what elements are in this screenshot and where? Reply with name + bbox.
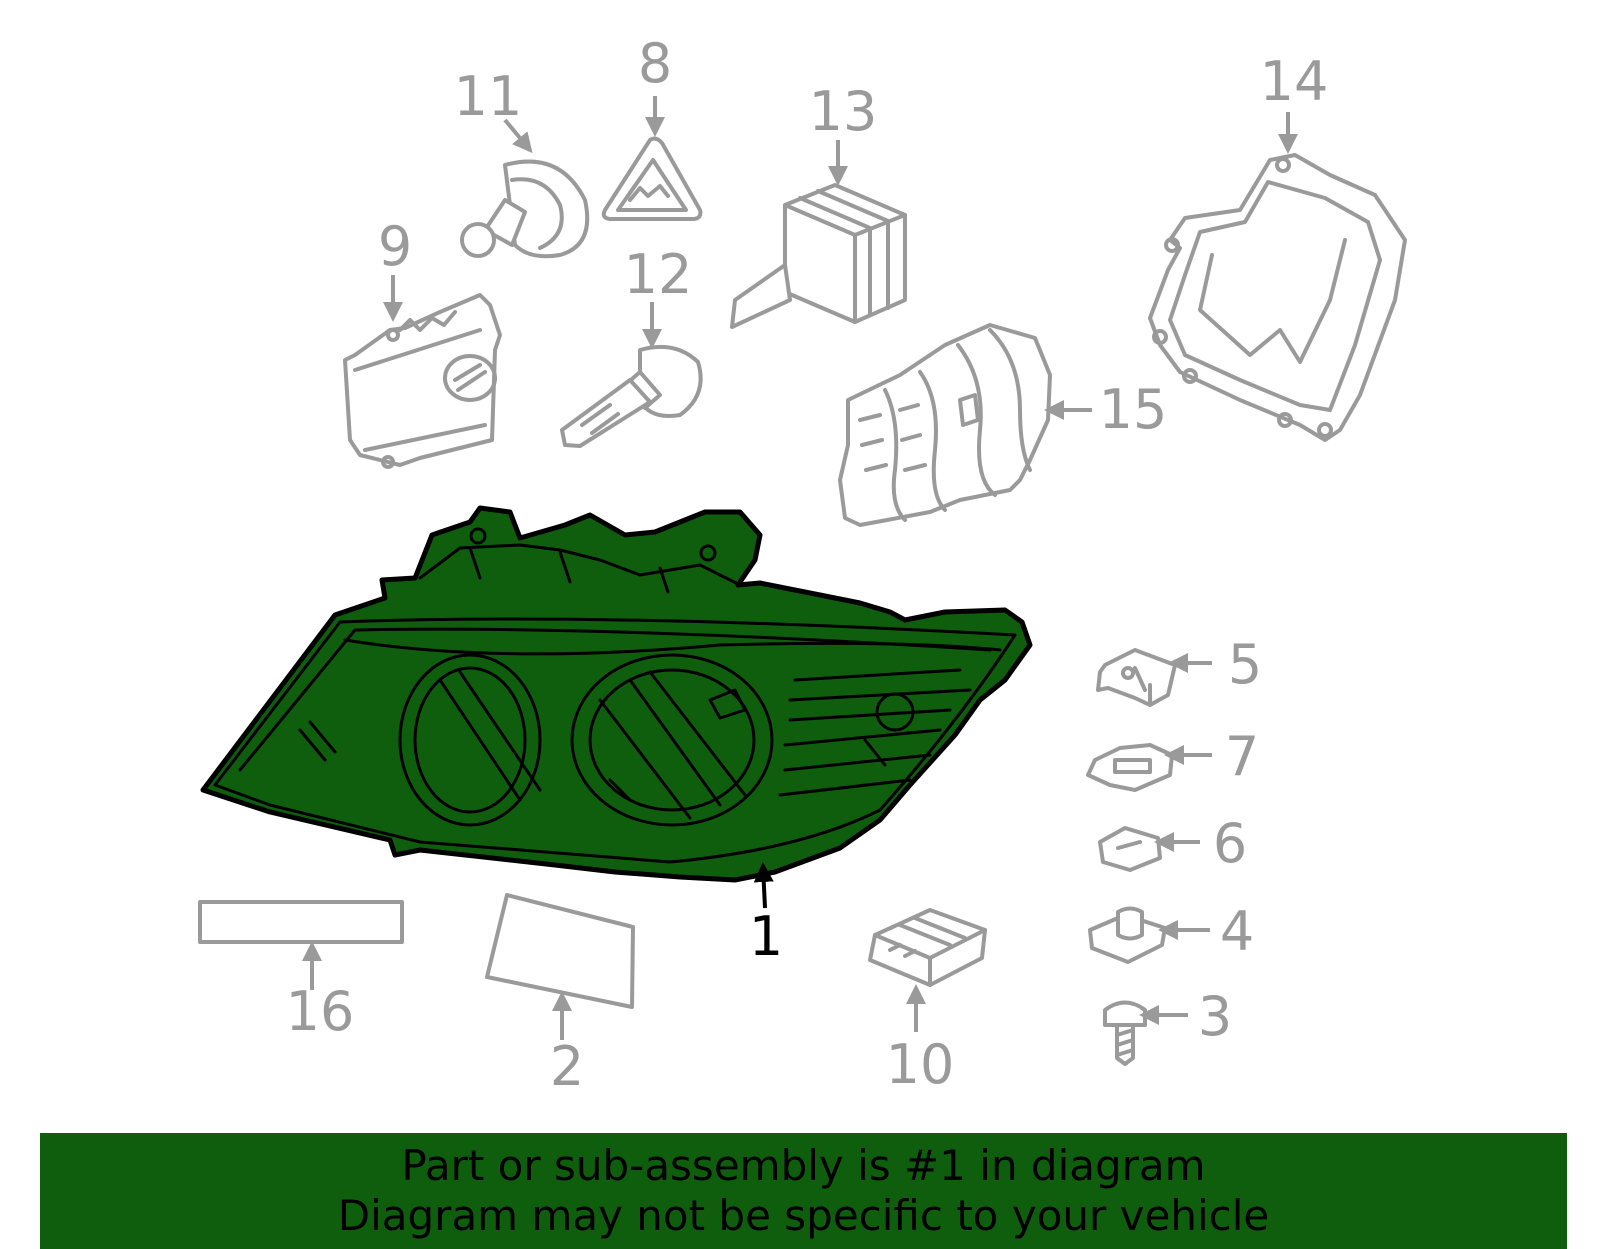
callout-9: 9 bbox=[378, 215, 412, 278]
info-banner: Part or sub-assembly is #1 in diagram Di… bbox=[40, 1133, 1567, 1249]
callout-10: 10 bbox=[886, 1033, 955, 1096]
part-10-connector-module[interactable] bbox=[868, 908, 987, 987]
callout-6: 6 bbox=[1213, 812, 1247, 875]
part-1-headlight-assembly[interactable] bbox=[200, 505, 1033, 883]
callout-5: 5 bbox=[1228, 633, 1262, 696]
part-9-control-module[interactable] bbox=[343, 293, 502, 469]
part-15-light-module[interactable] bbox=[838, 323, 1052, 527]
banner-line-2: Diagram may not be specific to your vehi… bbox=[337, 1191, 1270, 1240]
callout-8: 8 bbox=[638, 32, 672, 95]
callout-16: 16 bbox=[286, 980, 355, 1043]
callout-11: 11 bbox=[454, 65, 523, 128]
callout-12: 12 bbox=[624, 243, 693, 306]
part-7-clip[interactable] bbox=[1086, 743, 1174, 792]
part-6-clip[interactable] bbox=[1098, 826, 1162, 872]
part-16-label[interactable] bbox=[198, 900, 404, 944]
part-5-bracket[interactable] bbox=[1096, 648, 1177, 707]
part-14-gasket-frame[interactable] bbox=[1148, 153, 1407, 442]
part-11-bulb-socket[interactable] bbox=[460, 159, 590, 259]
callout-7: 7 bbox=[1225, 725, 1259, 788]
callout-13: 13 bbox=[809, 80, 878, 143]
callout-15: 15 bbox=[1099, 378, 1168, 441]
callout-1: 1 bbox=[749, 905, 783, 968]
callout-4: 4 bbox=[1220, 900, 1254, 963]
part-13-ballast[interactable] bbox=[730, 183, 907, 329]
callout-2: 2 bbox=[550, 1035, 584, 1098]
banner-line-1: Part or sub-assembly is #1 in diagram bbox=[401, 1141, 1206, 1190]
part-4-nut-clip[interactable] bbox=[1088, 906, 1167, 964]
part-12-bulb[interactable] bbox=[560, 344, 703, 448]
part-3-screw[interactable] bbox=[1103, 1000, 1147, 1066]
callout-3: 3 bbox=[1198, 985, 1232, 1048]
part-8-warning-label[interactable] bbox=[601, 136, 703, 221]
callout-14: 14 bbox=[1260, 50, 1329, 113]
part-2-sticker[interactable] bbox=[485, 893, 635, 1009]
